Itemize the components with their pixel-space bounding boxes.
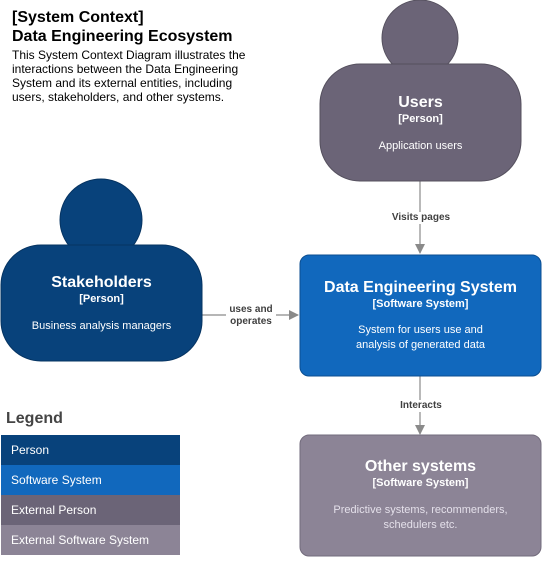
other-systems-box[interactable] — [299, 434, 542, 557]
users-person-shape[interactable] — [319, 0, 522, 182]
description-line: users, stakeholders, and other systems. — [12, 90, 225, 104]
data-engineering-system-box[interactable] — [299, 254, 542, 377]
description-line: interactions between the Data Engineerin… — [12, 62, 239, 76]
other-systems-type: [Software System] — [372, 477, 469, 489]
data-system-description: System for users use and analysis of gen… — [300, 323, 541, 353]
description-line: Predictive systems, recommenders, — [333, 504, 508, 516]
description-line: analysis of generated data — [355, 339, 486, 351]
description-line: This System Context Diagram illustrates … — [12, 48, 246, 62]
edge-label-visits-pages: Visits pages — [389, 212, 453, 224]
description-line: System and its external entities, includ… — [12, 76, 233, 90]
edge-label-uses-and-operates: uses and operates — [226, 304, 276, 328]
description-line: schedulers etc. — [383, 519, 458, 531]
legend-title: Legend — [6, 410, 63, 427]
stakeholders-label: Stakeholders [Person] Business analysis … — [1, 273, 202, 334]
legend-item-software-system: Software System — [1, 465, 180, 495]
other-systems-name: Other systems — [364, 458, 477, 475]
stakeholders-person-shape[interactable] — [0, 178, 203, 362]
users-name: Users — [398, 94, 443, 111]
users-description: Application users — [378, 140, 463, 152]
edge-label-line: operates — [230, 316, 272, 327]
other-systems-label: Other systems [Software System] Predicti… — [300, 457, 541, 533]
users-label: Users [Person] Application users — [320, 93, 521, 154]
stakeholders-name: Stakeholders — [51, 274, 152, 291]
users-type: [Person] — [398, 113, 443, 125]
diagram-description: This System Context Diagram illustrates … — [12, 48, 262, 104]
edge-label-interacts: Interacts — [397, 400, 445, 412]
other-systems-description: Predictive systems, recommenders, schedu… — [300, 503, 541, 533]
legend-item-external-software-system: External Software System — [1, 525, 180, 555]
diagram-title-line2: Data Engineering Ecosystem — [12, 28, 233, 45]
stakeholders-description: Business analysis managers — [31, 320, 172, 332]
description-line: System for users use and — [358, 324, 483, 336]
legend-item-person: Person — [1, 435, 180, 465]
data-system-label: Data Engineering System [Software System… — [300, 278, 541, 353]
diagram-title-line1: [System Context] — [12, 9, 144, 26]
data-system-type: [Software System] — [372, 298, 469, 310]
diagram-header: [System Context] Data Engineering Ecosys… — [12, 8, 262, 104]
legend-item-external-person: External Person — [1, 495, 180, 525]
data-system-name: Data Engineering System — [324, 279, 517, 296]
edge-label-line: uses and — [229, 304, 273, 315]
stakeholders-type: [Person] — [79, 293, 124, 305]
